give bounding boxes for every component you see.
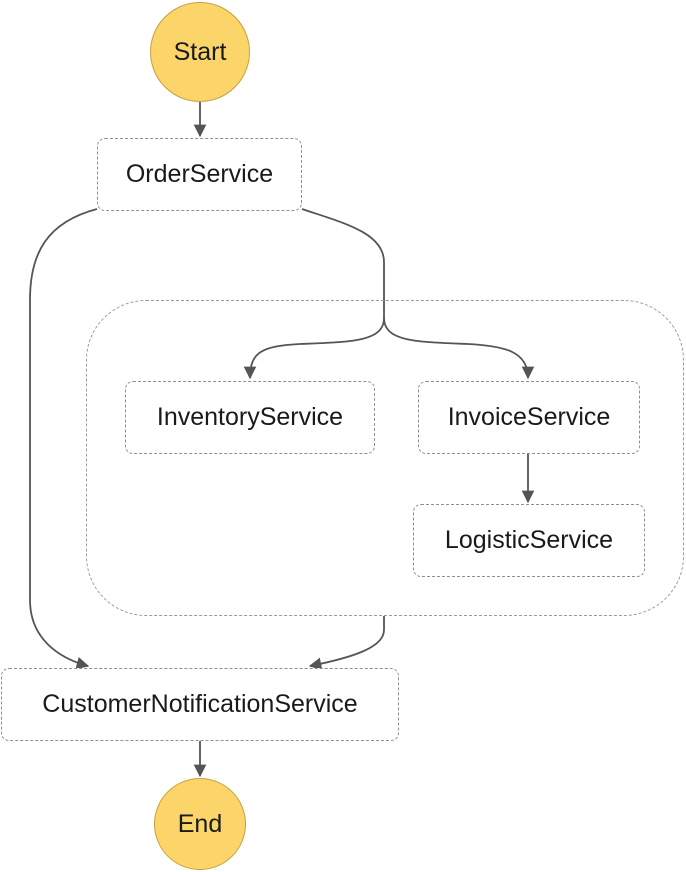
edge-order-to-notification	[29, 208, 98, 670]
start-label: Start	[173, 37, 227, 66]
customer-notification-service-label: CustomerNotificationService	[42, 690, 358, 718]
edge-order-to-parallel	[301, 208, 385, 318]
logistic-service-state[interactable]: LogisticService	[413, 504, 645, 577]
invoice-service-label: InvoiceService	[447, 403, 611, 431]
edge-parallel-to-notification	[308, 616, 385, 670]
end-node[interactable]: End	[154, 778, 246, 870]
edge-parallel-to-inventory	[243, 317, 385, 380]
order-service-label: OrderService	[125, 160, 274, 188]
edge-parallel-to-invoice	[383, 317, 535, 380]
inventory-service-label: InventoryService	[156, 403, 344, 431]
invoice-service-state[interactable]: InvoiceService	[418, 381, 640, 454]
order-service-state[interactable]: OrderService	[97, 138, 302, 211]
customer-notification-service-state[interactable]: CustomerNotificationService	[1, 668, 399, 741]
end-label: End	[177, 809, 223, 838]
start-node[interactable]: Start	[150, 2, 250, 102]
inventory-service-state[interactable]: InventoryService	[125, 381, 375, 454]
logistic-service-label: LogisticService	[444, 526, 614, 554]
parallel-state-group	[86, 300, 684, 616]
